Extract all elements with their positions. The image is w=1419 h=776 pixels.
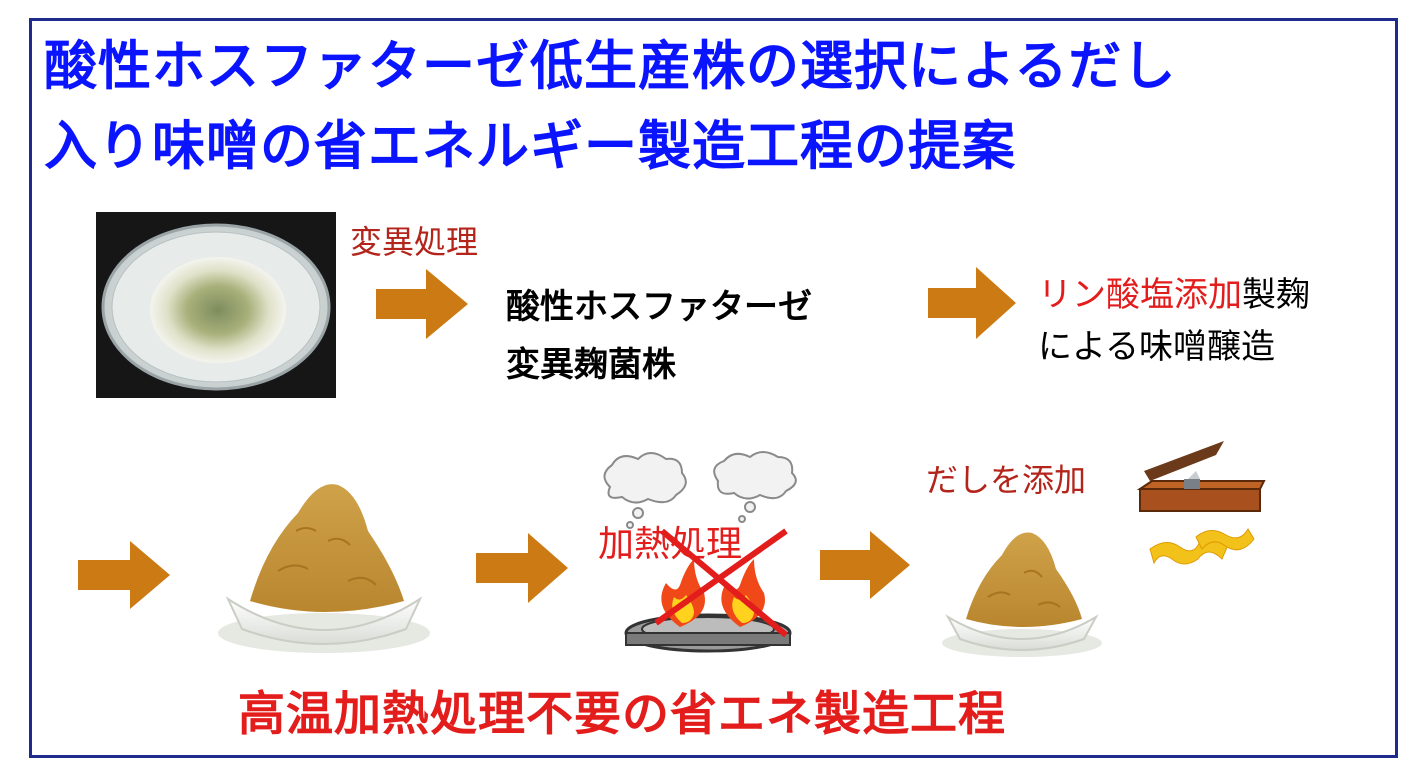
- petri-dish-photo: [96, 212, 336, 398]
- arrow-right-icon: [376, 269, 468, 339]
- title-line-1: 酸性ホスファターゼ低生産株の選択によるだし: [44, 36, 1177, 97]
- arrow-right-icon: [928, 267, 1016, 339]
- arrow-right-icon: [78, 541, 170, 609]
- dashi-miso-bowl-photo: [928, 509, 1116, 665]
- title-line-2: 入り味噌の省エネルギー製造工程の提案: [44, 116, 1016, 177]
- mutant-strain-line-2: 変異麹菌株: [506, 345, 676, 385]
- heating-process-crossed-icon: [603, 451, 797, 653]
- miso-bowl-photo: [198, 451, 450, 665]
- phosphate-koji-line-1: リン酸塩添加製麹: [1038, 267, 1310, 316]
- bonito-flakes-icon: [1136, 441, 1266, 565]
- arrow-right-icon: [476, 533, 568, 603]
- phosphate-addition-text: リン酸塩添加: [1038, 275, 1242, 315]
- dashi-addition-label: だしを添加: [926, 461, 1087, 499]
- mutation-treatment-label: 変異処理: [350, 223, 479, 261]
- mutant-strain-line-1: 酸性ホスファターゼ: [506, 287, 812, 327]
- arrow-right-icon: [820, 531, 910, 599]
- heating-process-label: 加熱処理: [598, 524, 743, 565]
- conclusion-text: 高温加熱処理不要の省エネ製造工程: [238, 687, 1006, 742]
- diagram-frame: 酸性ホスファターゼ低生産株の選択によるだし 入り味噌の省エネルギー製造工程の提案…: [29, 18, 1398, 758]
- koji-making-text: 製麹: [1242, 275, 1310, 315]
- phosphate-koji-line-2: による味噌醸造: [1038, 327, 1275, 367]
